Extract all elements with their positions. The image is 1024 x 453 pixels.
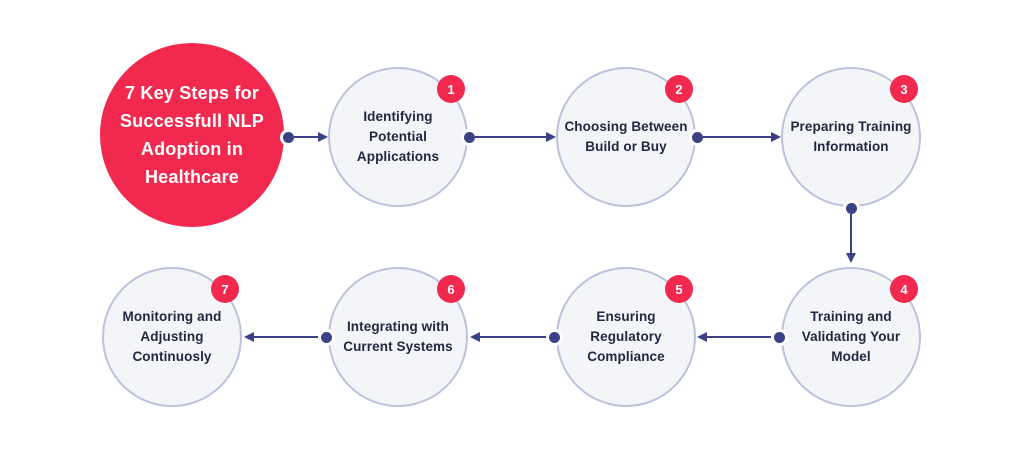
arrowhead-right-icon	[318, 132, 328, 142]
connector-dot	[774, 331, 785, 343]
connector-line	[703, 136, 771, 138]
connector-step1-to-step2	[464, 131, 556, 143]
step-label-2: Choosing Between Build or Buy	[564, 119, 688, 154]
title-circle: 7 Key Steps for Successfull NLP Adoption…	[100, 43, 284, 227]
step-label-5: Ensuring Regulatory Compliance	[587, 309, 665, 364]
connector-dot	[549, 331, 560, 343]
arrowhead-left-icon	[244, 332, 254, 342]
connector-line	[850, 214, 852, 253]
connector-line	[707, 336, 774, 338]
step-number-badge-6: 6	[437, 275, 465, 303]
connector-line	[294, 136, 318, 138]
connector-line	[254, 336, 321, 338]
arrowhead-right-icon	[546, 132, 556, 142]
arrowhead-left-icon	[697, 332, 707, 342]
step-number-badge-2: 2	[665, 75, 693, 103]
step-number-badge-3: 3	[890, 75, 918, 103]
arrowhead-right-icon	[771, 132, 781, 142]
connector-line	[475, 136, 546, 138]
connector-step4-to-step5	[697, 331, 785, 343]
connector-step5-to-step6	[470, 331, 560, 343]
step-label-1: Identifying Potential Applications	[356, 109, 440, 164]
connector-step6-to-step7	[244, 331, 332, 343]
arrowhead-left-icon	[470, 332, 480, 342]
connector-dot	[845, 203, 857, 214]
step-label-3: Preparing Training Information	[790, 119, 912, 154]
step-circle-5: 5 Ensuring Regulatory Compliance	[556, 267, 696, 407]
step-circle-1: 1 Identifying Potential Applications	[328, 67, 468, 207]
step-number-badge-1: 1	[437, 75, 465, 103]
connector-step3-to-step4	[845, 203, 857, 263]
step-number-badge-5: 5	[665, 275, 693, 303]
connector-step2-to-step3	[692, 131, 781, 143]
arrowhead-down-icon	[846, 253, 856, 263]
step-circle-4: 4 Training and Validating Your Model	[781, 267, 921, 407]
connector-dot	[464, 131, 475, 143]
step-label-4: Training and Validating Your Model	[801, 309, 901, 364]
step-circle-2: 2 Choosing Between Build or Buy	[556, 67, 696, 207]
step-circle-6: 6 Integrating with Current Systems	[328, 267, 468, 407]
step-circle-7: 7 Monitoring and Adjusting Continuosly	[102, 267, 242, 407]
infographic-title: 7 Key Steps for Successfull NLP Adoption…	[119, 83, 265, 187]
connector-dot	[692, 131, 703, 143]
connector-line	[480, 336, 549, 338]
step-label-7: Monitoring and Adjusting Continuosly	[122, 309, 222, 364]
connector-title-to-step1	[283, 131, 328, 143]
connector-dot	[321, 331, 332, 343]
step-circle-3: 3 Preparing Training Information	[781, 67, 921, 207]
step-number-badge-4: 4	[890, 275, 918, 303]
step-label-6: Integrating with Current Systems	[343, 319, 453, 354]
step-number-badge-7: 7	[211, 275, 239, 303]
connector-dot	[283, 131, 294, 143]
